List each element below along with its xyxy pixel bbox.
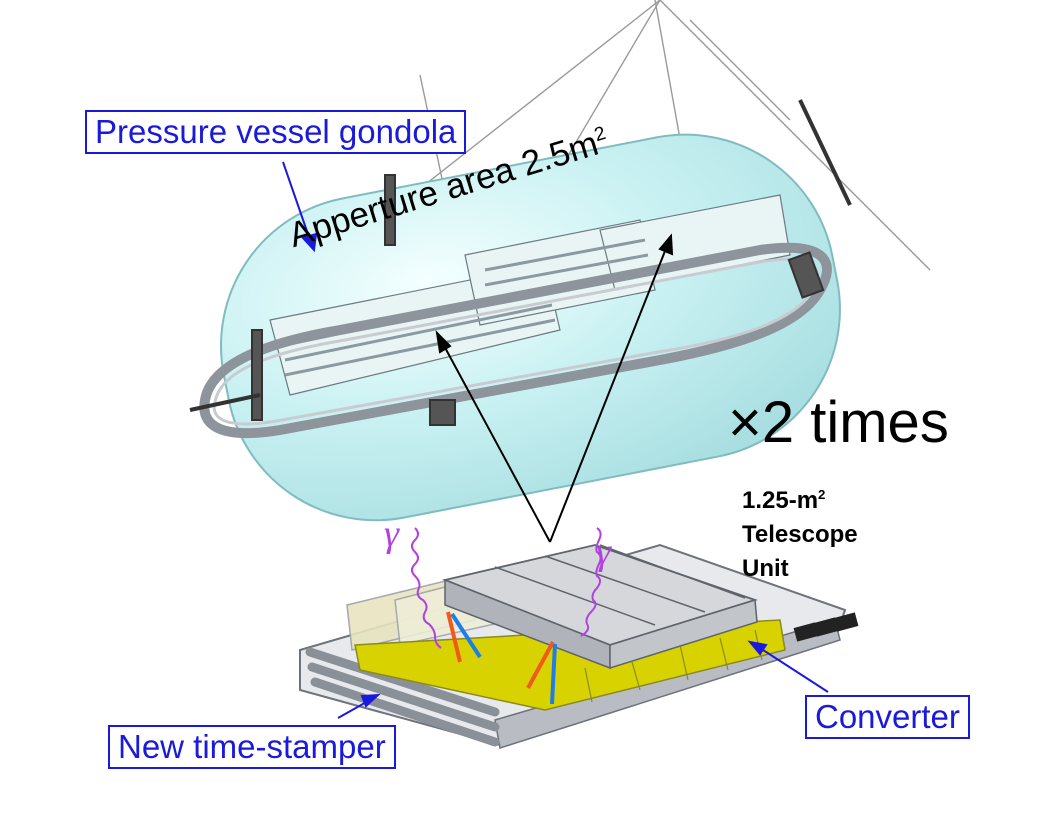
unit-pointer-arrows: [435, 233, 674, 543]
vessel-brackets: [189, 99, 852, 426]
unit-line-1: 1.25-m2: [742, 484, 858, 518]
pressure-vessel-label: Pressure vessel gondola: [85, 110, 467, 154]
tray-pipes: [305, 647, 500, 747]
unit-line-1-exponent: 2: [818, 487, 826, 502]
unit-line-1-text: 1.25-m: [742, 487, 819, 514]
converter-label: Converter: [805, 695, 970, 739]
pressure-vessel: [189, 99, 852, 522]
tray-connectors: [793, 612, 859, 642]
gamma-ray-wiggles: [411, 527, 602, 649]
module-seams: [494, 544, 746, 626]
unit-line-2: Telescope: [742, 521, 858, 548]
telescope-unit-label: 1.25-m2 Telescope Unit: [742, 484, 858, 586]
particle-tracks: [446, 611, 557, 705]
unit-line-3: Unit: [742, 555, 789, 582]
gamma-symbol-left: γ: [384, 513, 399, 555]
callout-arrows: [282, 161, 829, 719]
telescope-unit: [299, 543, 859, 749]
new-time-stamper-label: New time-stamper: [108, 725, 396, 769]
gamma-symbol-right: γ: [596, 531, 611, 573]
multiplier-label: ×2 times: [728, 390, 949, 455]
converter-cells: [584, 629, 763, 703]
